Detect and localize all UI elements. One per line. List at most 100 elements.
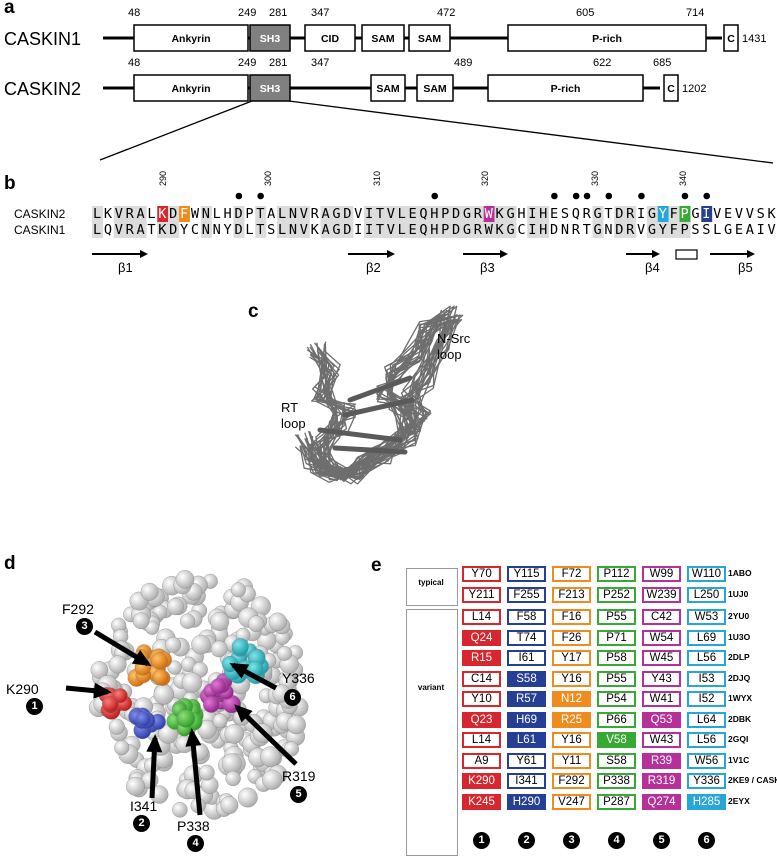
residue: I: [354, 222, 363, 238]
pdb-id: 2KE9 / CASKIN2: [728, 775, 777, 785]
pocket-number-badge: 4: [187, 835, 204, 852]
residue: W: [484, 222, 493, 238]
table-cell: K290: [462, 773, 501, 789]
table-cell: Y336: [687, 773, 726, 789]
residue: W: [484, 206, 493, 222]
pdb-id: 1WYX: [728, 693, 753, 703]
residue: N: [560, 222, 570, 238]
residue: T: [256, 222, 265, 238]
domain-boundary-number: 281: [269, 7, 287, 19]
table-cell: H285: [687, 793, 726, 810]
table-cell: K245: [462, 793, 501, 810]
table-cell: Y11: [552, 752, 591, 769]
residue: D: [615, 222, 624, 238]
table-cell: P112: [597, 566, 636, 582]
pocket-number-badge: 6: [284, 689, 301, 706]
residue: F: [669, 206, 678, 222]
residue: G: [332, 222, 341, 238]
table-cell: Y43: [642, 670, 681, 687]
pdb-id: 2EYX: [728, 795, 750, 806]
table-cell: P54: [597, 691, 636, 707]
table-cell: T74: [507, 629, 546, 646]
residue: K: [767, 206, 776, 222]
panel-label-e: e: [371, 555, 382, 576]
strand-label: β5: [738, 260, 753, 275]
typical-group-box: [406, 568, 458, 606]
strand-label: β2: [366, 260, 381, 275]
domain-boundary-number: 347: [311, 7, 329, 19]
table-cell: W41: [642, 691, 681, 707]
domain-boundary-number: 281: [269, 57, 287, 69]
domain-label-p-rich: P-rich: [592, 33, 622, 45]
variant-group-label: variant: [417, 683, 445, 692]
residue: D: [343, 222, 352, 238]
residue: L: [147, 206, 156, 222]
table-cell: R319: [642, 773, 681, 789]
table-cell: Q23: [462, 711, 501, 728]
table-cell: C42: [642, 609, 681, 625]
residue: D: [234, 206, 243, 222]
pdb-id: 2DLP: [728, 652, 750, 662]
domain-box-c: [723, 24, 739, 52]
residue: E: [734, 222, 744, 238]
table-cell: F292: [552, 773, 591, 789]
residue: N: [288, 206, 298, 222]
residue: H: [430, 206, 439, 222]
n-src-loop-label: N-Src loop: [437, 331, 471, 362]
typical-group-label: typical: [418, 578, 444, 587]
residue: D: [169, 206, 178, 222]
domain-box-sh3: [249, 24, 291, 52]
residue: Q: [419, 206, 428, 222]
residue: K: [158, 222, 167, 238]
residue-label: Y336: [282, 670, 315, 686]
pocket-number-badge: 3: [76, 618, 93, 635]
residue: R: [125, 222, 134, 238]
table-cell: L56: [687, 650, 726, 666]
panel-label-c: c: [248, 301, 259, 322]
residue: L: [397, 222, 406, 238]
domain-box-c: [663, 74, 679, 102]
residue: G: [593, 206, 602, 222]
residue: G: [506, 206, 515, 222]
domain-boundary-number: 714: [686, 7, 704, 19]
pdb-id: 2YU0: [728, 611, 750, 621]
residue: S: [691, 222, 700, 238]
position-label: 290: [158, 170, 168, 186]
seq-name-caskin1: CASKIN1: [14, 223, 66, 237]
residue: V: [299, 206, 308, 222]
table-cell: Y10: [462, 691, 501, 707]
table-cell: V247: [552, 793, 591, 810]
residue: Y: [658, 222, 667, 238]
domain-boundary-number: 605: [576, 7, 594, 19]
table-cell: I53: [687, 670, 726, 687]
residue: F: [669, 222, 678, 238]
pocket-number-badge: 2: [133, 815, 150, 832]
residue-label: R319: [282, 768, 316, 784]
residue: W: [190, 206, 200, 222]
table-cell: H69: [507, 711, 546, 728]
residue: L: [245, 222, 254, 238]
table-cell: Y61: [507, 752, 546, 769]
table-cell: P338: [597, 773, 636, 789]
table-cell: P58: [597, 650, 636, 666]
residue: P: [680, 206, 689, 222]
residue: G: [647, 222, 657, 238]
table-cell: L56: [687, 732, 726, 748]
pocket-number-badge: 1: [473, 832, 490, 849]
residue: D: [452, 222, 461, 238]
table-cell: W56: [687, 752, 726, 769]
residue: D: [343, 206, 352, 222]
residue: D: [169, 222, 178, 238]
domain-boundary-number: 48: [128, 7, 140, 19]
domain-box-sam: [408, 24, 451, 52]
position-label: 300: [263, 170, 273, 186]
table-cell: R39: [642, 752, 681, 769]
residue: V: [713, 206, 722, 222]
residue: E: [408, 206, 417, 222]
pocket-number-badge: 3: [563, 832, 580, 849]
domain-boundary-number: 472: [437, 7, 455, 19]
table-cell: Y115: [507, 566, 546, 582]
table-cell: C14: [462, 670, 501, 687]
residue: G: [593, 222, 602, 238]
residue: R: [582, 206, 591, 222]
